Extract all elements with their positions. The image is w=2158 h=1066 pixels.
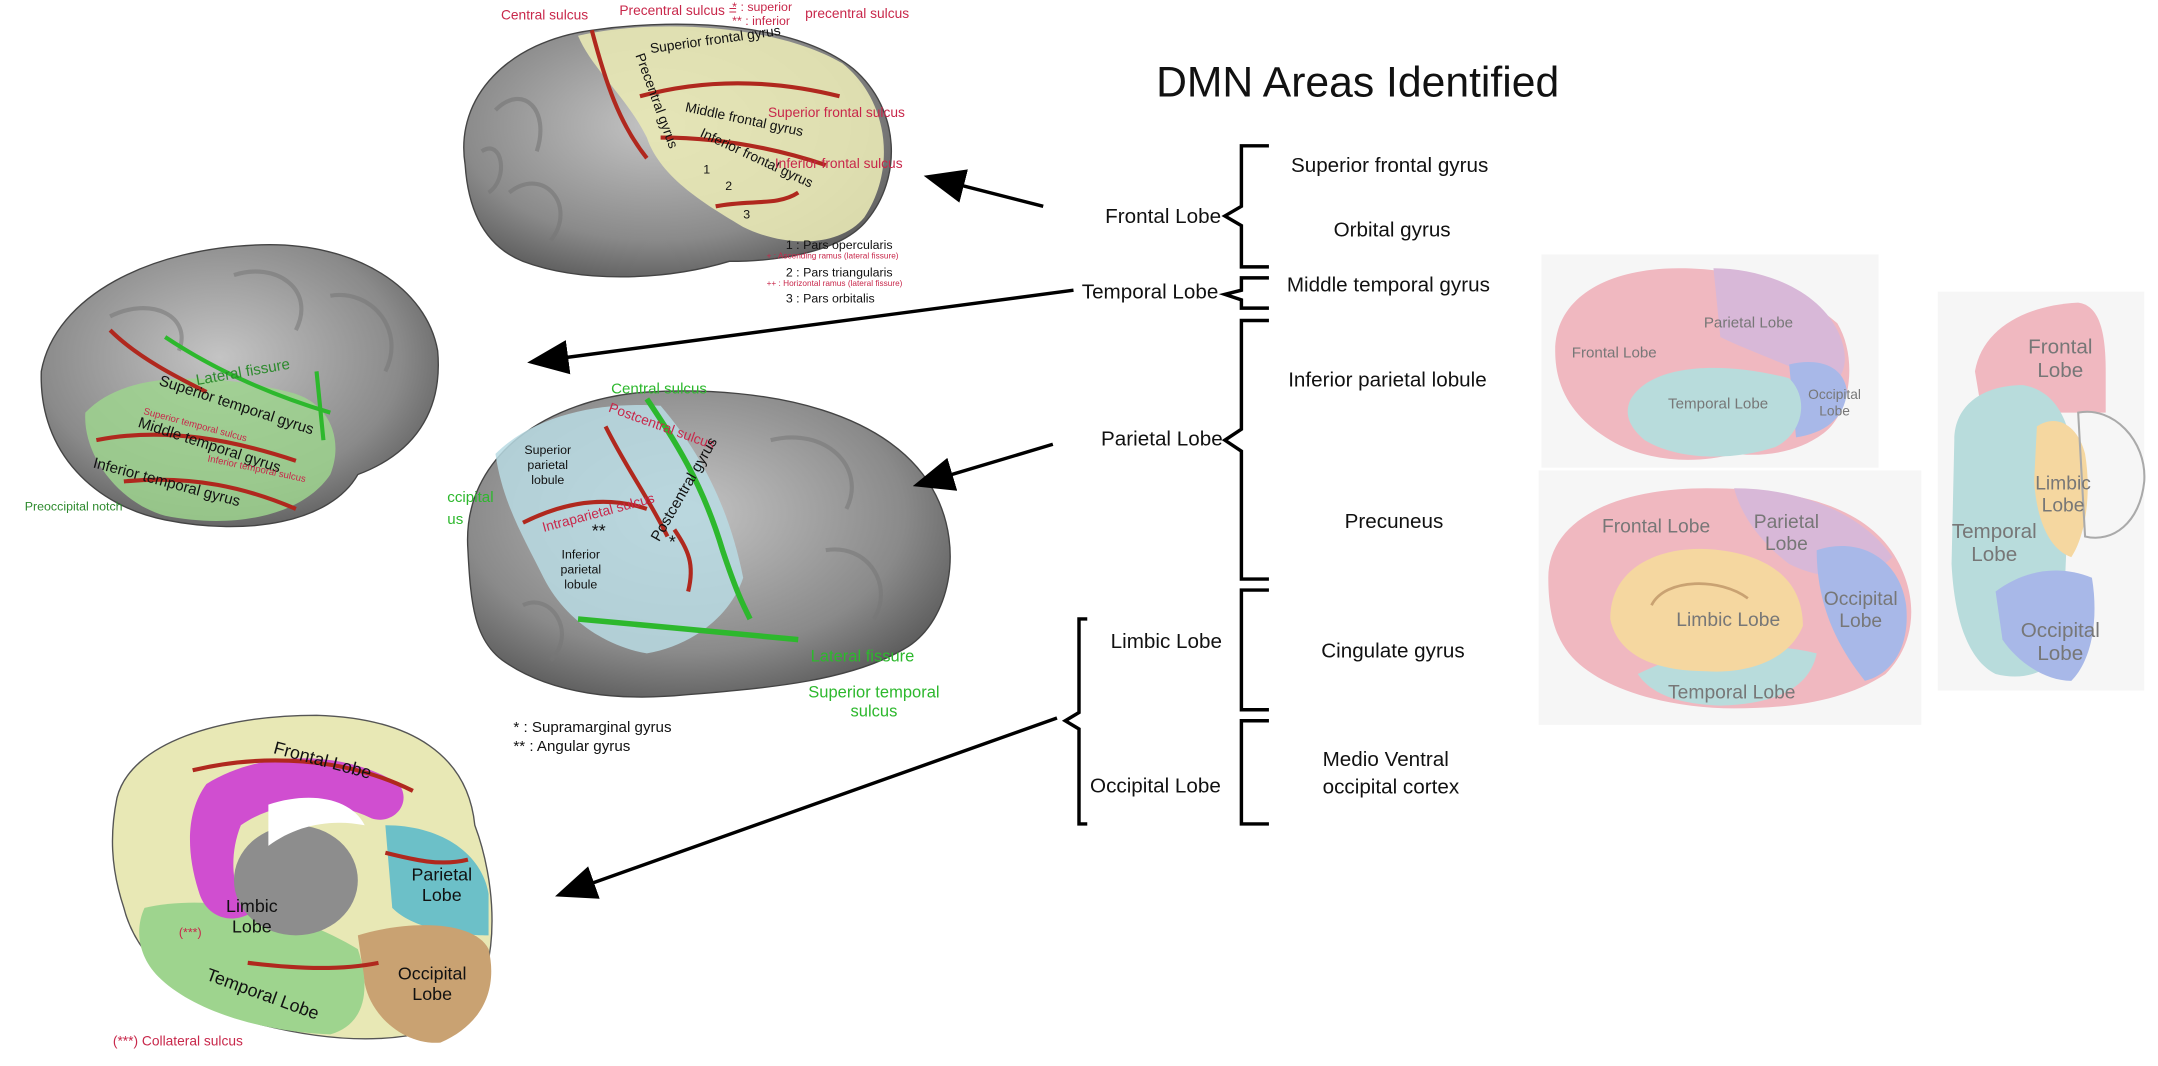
label-num-1: 1 <box>703 162 711 177</box>
label-central-sulcus-1: Central sulcus <box>500 8 589 24</box>
legend-pars-orbitalis: 3 : Pars orbitalis <box>785 291 875 306</box>
brain-medial-image <box>111 714 493 1043</box>
label-inferior-parietal-lobule: Inferior parietal lobule <box>560 547 602 592</box>
brain-parietal-image <box>466 390 951 698</box>
atlas-medial-temporal: Temporal Lobe <box>1668 680 1796 703</box>
label-triple-star: (***) <box>178 925 202 940</box>
lobe-limbic: Limbic Lobe <box>1110 629 1222 654</box>
label-precentral-sulcus-2: precentral sulcus <box>805 6 910 23</box>
atlas-ventral-occipital: Occipital Lobe <box>2020 618 2100 666</box>
legend-supramarginal: * : Supramarginal gyrus <box>513 719 672 736</box>
atlas-lateral-temporal: Temporal Lobe <box>1668 396 1769 413</box>
legend-horizontal-ramus: ++ : Horizontal ramus (lateral fissure) <box>766 280 903 289</box>
brackets <box>1061 144 1269 826</box>
area-medio-ventral-1: Medio Ventral <box>1322 748 1449 772</box>
arrows <box>527 169 1074 899</box>
legend-pars-opercularis: 1 : Pars opercularis <box>785 237 893 252</box>
area-cingulate: Cingulate gyrus <box>1321 639 1465 663</box>
legend-ascending-ramus: + : Ascending ramus (lateral fissure) <box>766 253 899 262</box>
label-sulcus-partial: us <box>447 511 464 529</box>
atlas-ventral-image <box>1937 291 2146 691</box>
atlas-medial-frontal: Frontal Lobe <box>1601 514 1711 537</box>
area-inferior-parietal: Inferior parietal lobule <box>1288 368 1487 393</box>
label-num-2: 2 <box>725 178 733 193</box>
label-preoccipital-notch: Preoccipital notch <box>24 499 123 514</box>
label-double-star: ** <box>591 519 606 541</box>
label-lateral-fissure-3: Lateral fissure <box>810 646 915 666</box>
atlas-lateral-parietal: Parietal Lobe <box>1703 314 1794 332</box>
lobe-frontal: Frontal Lobe <box>1105 204 1222 229</box>
lobe-parietal: Parietal Lobe <box>1101 427 1223 452</box>
label-num-3: 3 <box>743 207 751 222</box>
label-star-inferior: ** : inferior <box>732 13 791 28</box>
legend-angular: ** : Angular gyrus <box>513 738 631 756</box>
label-medial-parietal-lobe: Parietal Lobe <box>411 863 473 906</box>
label-superior-frontal-sulcus: Superior frontal sulcus <box>767 105 905 122</box>
atlas-medial-parietal: Parietal Lobe <box>1753 510 1820 555</box>
label-star-superior: * : superior <box>732 0 793 14</box>
lobe-temporal: Temporal Lobe <box>1081 280 1219 304</box>
legend-pars-triangularis: 2 : Pars triangularis <box>785 265 893 280</box>
label-medial-limbic-lobe: Limbic Lobe <box>225 895 278 937</box>
lobe-occipital: Occipital Lobe <box>1090 774 1221 798</box>
label-star: * <box>668 530 676 552</box>
legend-collateral-sulcus: (***) Collateral sulcus <box>112 1034 243 1050</box>
label-precentral-sulcus: Precentral sulcus = <box>619 4 737 20</box>
brain-temporal-image <box>40 244 439 528</box>
area-precuneus: Precuneus <box>1344 510 1444 534</box>
atlas-ventral-temporal: Temporal Lobe <box>1951 519 2037 567</box>
area-middle-temporal: Middle temporal gyrus <box>1286 273 1490 298</box>
page-title: DMN Areas Identified <box>1156 57 1560 106</box>
label-superior-temporal-sulcus-3: Superior temporal sulcus <box>808 682 940 721</box>
label-occipital-partial: ccipital <box>447 489 494 507</box>
atlas-ventral-frontal: Frontal Lobe <box>2028 335 2093 383</box>
atlas-medial-image <box>1538 470 1922 725</box>
area-superior-frontal: Superior frontal gyrus <box>1290 154 1489 178</box>
atlas-lateral-frontal: Frontal Lobe <box>1571 345 1657 362</box>
brain-frontal-image <box>463 23 892 278</box>
label-superior-parietal-lobule: Superior parietal lobule <box>524 442 572 487</box>
atlas-medial-occipital: Occipital Lobe <box>1823 587 1898 632</box>
atlas-medial-limbic: Limbic Lobe <box>1676 607 1781 630</box>
label-central-sulcus-3: Central sulcus <box>611 381 707 398</box>
area-medio-ventral-2: occipital cortex <box>1322 775 1460 800</box>
atlas-ventral-limbic: Limbic Lobe <box>2035 471 2091 516</box>
atlas-lateral-image <box>1541 254 1879 468</box>
area-orbital: Orbital gyrus <box>1333 218 1451 243</box>
label-inferior-frontal-sulcus: Inferior frontal sulcus <box>774 156 903 172</box>
atlas-lateral-occipital: Occipital Lobe <box>1808 387 1861 420</box>
label-medial-occipital-lobe: Occipital Lobe <box>397 962 467 1005</box>
